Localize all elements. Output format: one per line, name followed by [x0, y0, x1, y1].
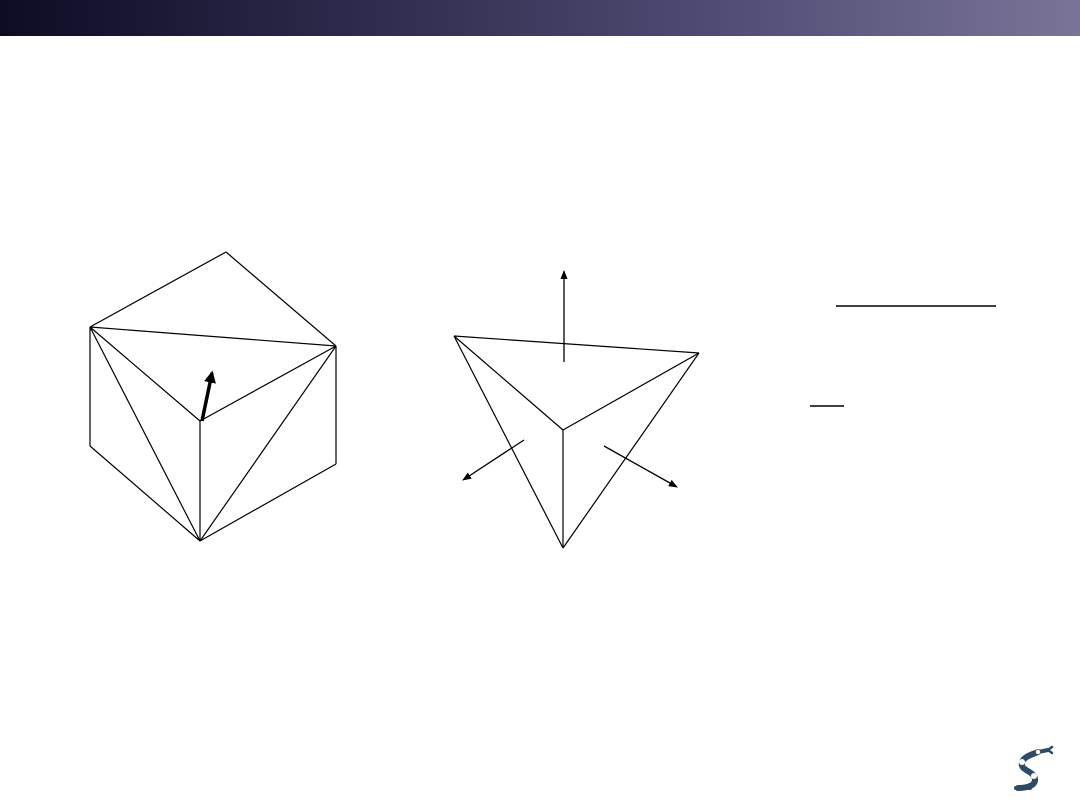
cube-inner-left [89, 326, 201, 422]
cube-diagonal-right-face [199, 345, 337, 542]
tetra-outer-left [453, 335, 564, 549]
tetrahedron-corner [453, 335, 700, 549]
robot-arm-logo-icon [1014, 745, 1054, 791]
tetra-inner-left [453, 335, 564, 431]
header-gradient-bar [0, 0, 1080, 36]
cube-edge-bottom-left [89, 445, 201, 542]
cube-edge-top-left [89, 251, 227, 328]
tetra-normal-arrow-right [603, 445, 678, 488]
tetra-inner-right [562, 352, 700, 431]
cube-diagonal-left-face [89, 326, 201, 542]
tetra-outer-right [562, 352, 700, 549]
cube-normal-arrow [200, 370, 216, 422]
tetra-top-edge [453, 335, 700, 354]
cube-inner-right [199, 345, 337, 422]
cube-edge-bottom-right [199, 463, 337, 542]
tetra-normal-arrow-left [462, 439, 525, 481]
cube-edge-top-right [225, 251, 337, 347]
cube-diagonal-top [89, 326, 337, 347]
triangulated-cube [89, 251, 337, 542]
